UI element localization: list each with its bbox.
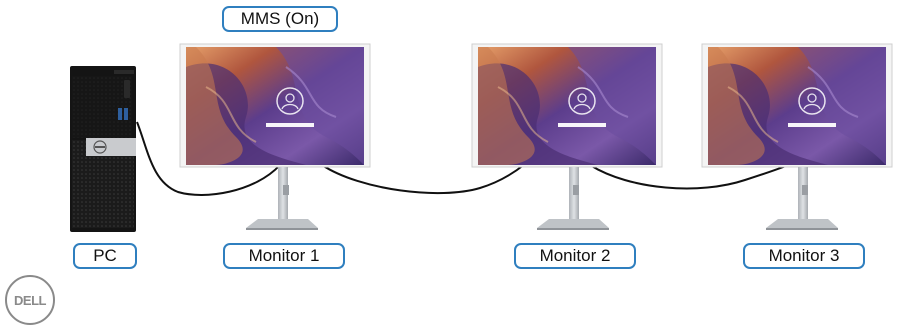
mms-status-label: MMS (On) (222, 6, 338, 32)
cable-pc-to-monitor-1 (136, 121, 281, 196)
monitor-1 (179, 43, 371, 230)
dell-logo-icon: DELL (5, 275, 55, 325)
monitor-1-label: Monitor 1 (223, 243, 345, 269)
pc-label: PC (73, 243, 137, 269)
dell-badge-icon (93, 140, 107, 154)
monitor-2 (471, 43, 663, 230)
monitor-3 (701, 43, 893, 230)
pc-tower (70, 66, 136, 232)
cable-monitor-1-to-monitor-2 (321, 163, 526, 195)
svg-text:DELL: DELL (14, 293, 47, 308)
monitor-2-label: Monitor 2 (514, 243, 636, 269)
monitor-3-label: Monitor 3 (743, 243, 865, 269)
